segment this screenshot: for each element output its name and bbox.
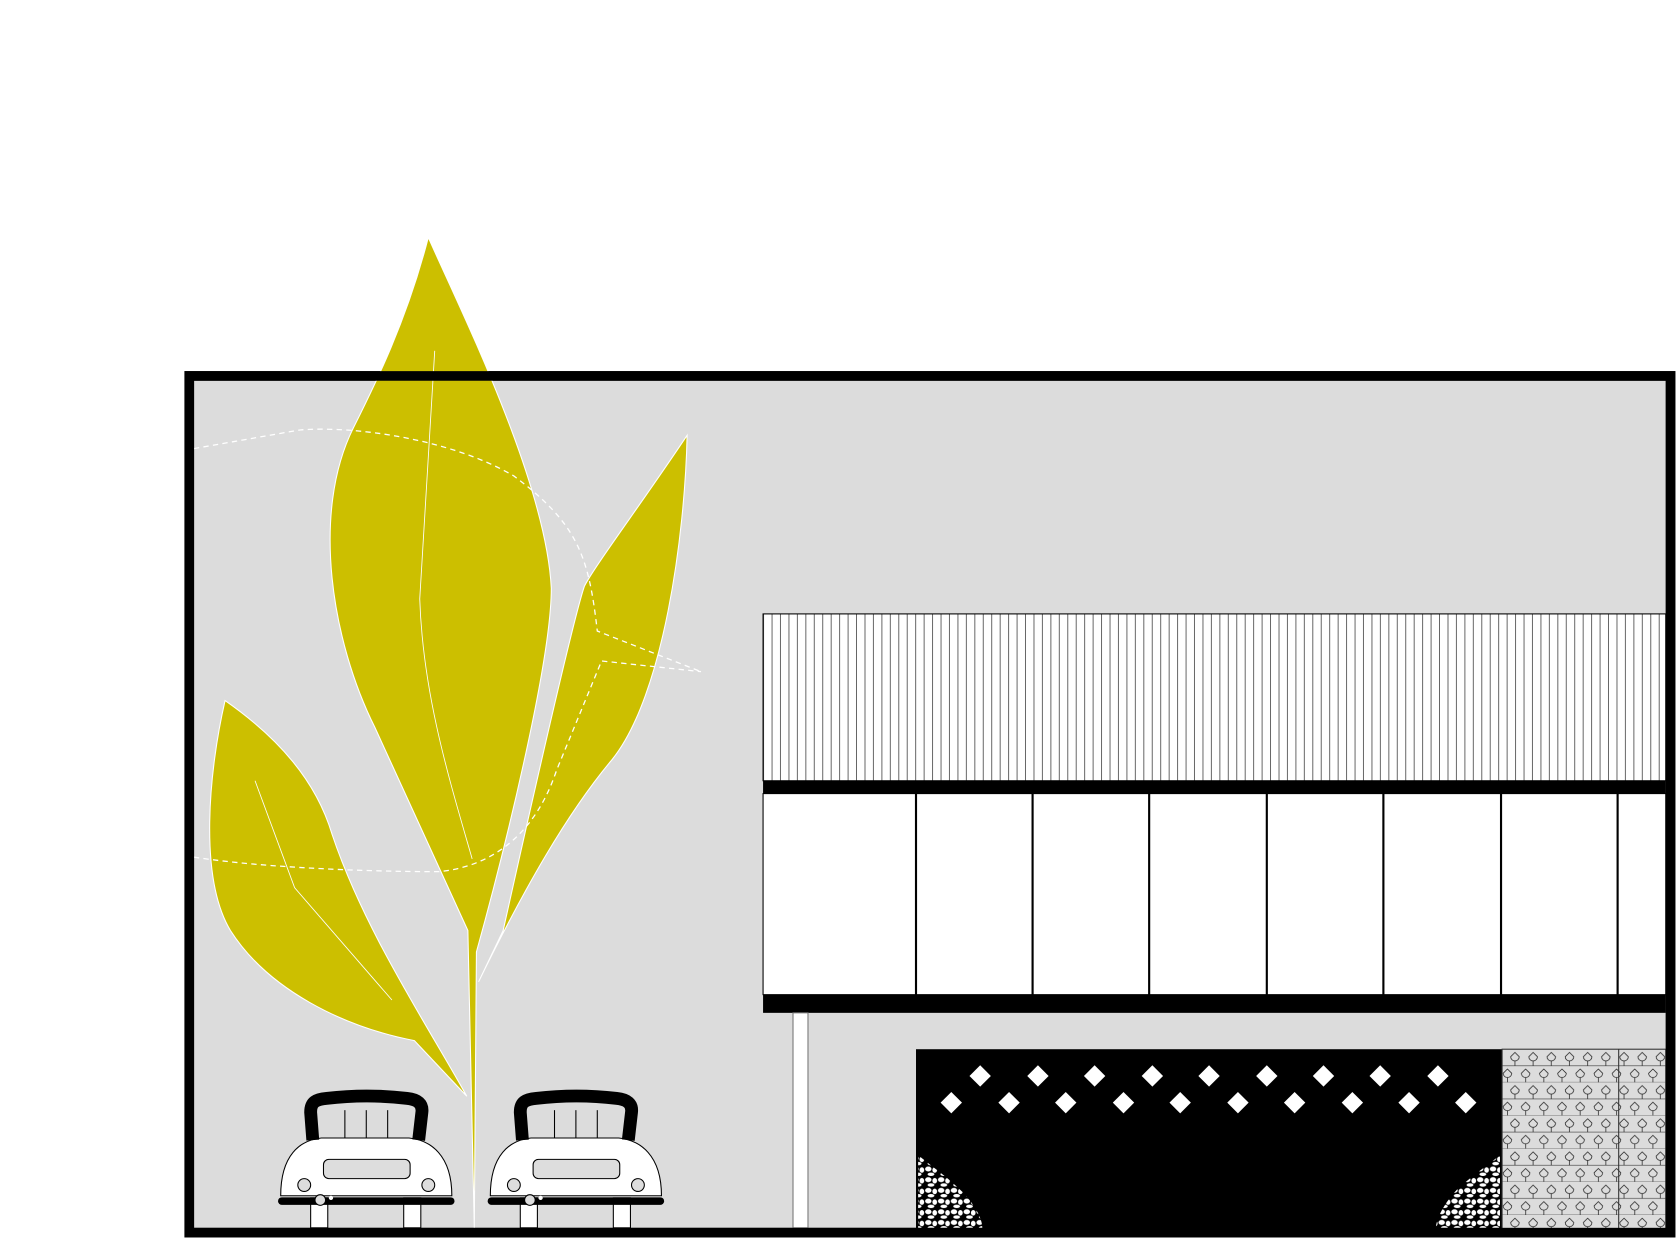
car-right	[487, 1089, 665, 1229]
dashed-outline	[184, 428, 702, 873]
grille	[322, 1158, 411, 1180]
car-left	[278, 1089, 455, 1229]
wall-outline	[184, 371, 1676, 1238]
window-band	[762, 793, 1667, 996]
support-column	[792, 1012, 809, 1229]
rubble-pile-left	[918, 1155, 983, 1228]
plant-illustration	[209, 235, 688, 1228]
upper-beam	[763, 780, 1666, 794]
corrugated-cladding	[762, 613, 1667, 782]
rubble-pile-right	[1435, 1155, 1500, 1228]
leaf-left	[209, 699, 468, 1097]
lower-beam	[763, 994, 1666, 1013]
leaf-right	[478, 433, 688, 983]
entrance-panel	[916, 1049, 1503, 1229]
decorative-tile-panel	[1501, 1048, 1667, 1230]
leaf-center	[329, 235, 552, 1228]
grille	[532, 1158, 621, 1180]
